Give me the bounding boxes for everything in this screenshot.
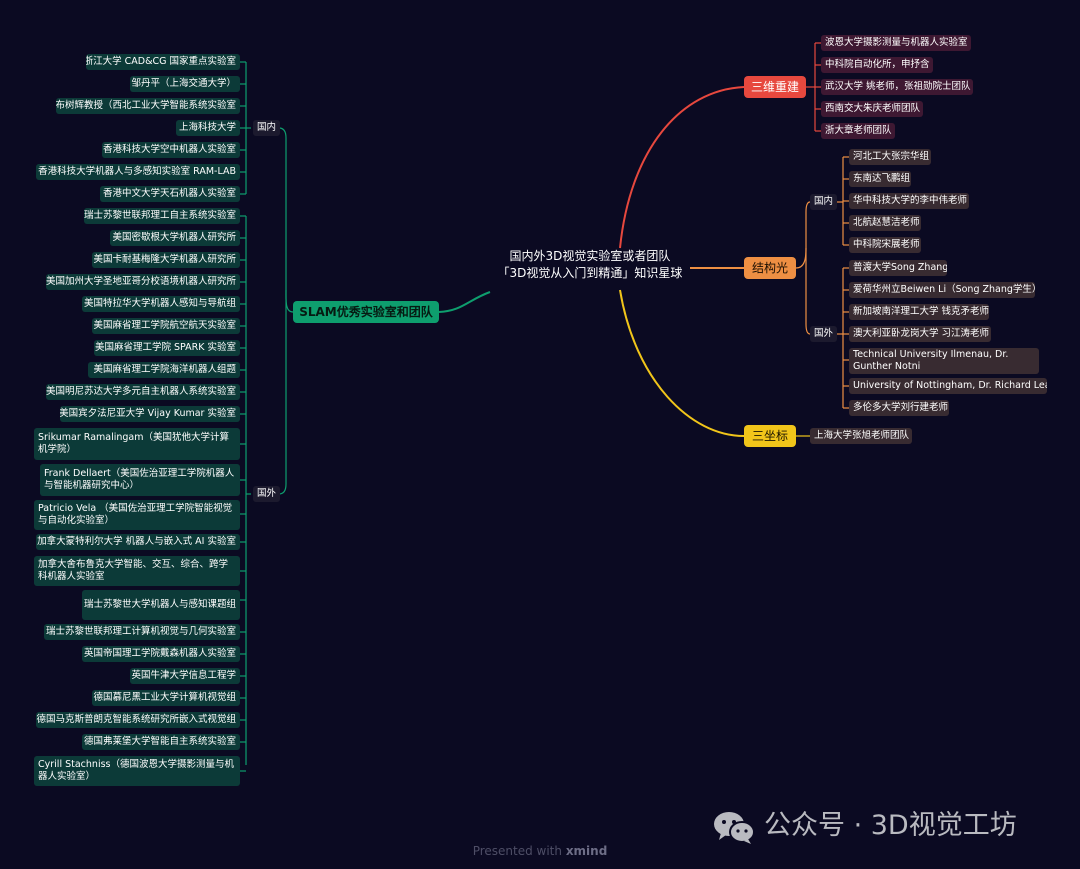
sl-foreign-item[interactable]: University of Nottingham, Dr. Richard Le…: [849, 378, 1047, 394]
sl-foreign-item[interactable]: 新加坡南洋理工大学 钱克矛老师: [849, 304, 989, 320]
branch-cmm[interactable]: 三坐标: [744, 425, 796, 447]
branch-slam[interactable]: SLAM优秀实验室和团队: [293, 301, 439, 323]
slam-foreign-item[interactable]: 英国牛津大学信息工程学: [130, 668, 240, 684]
recon-item[interactable]: 波恩大学摄影测量与机器人实验室: [821, 35, 971, 51]
slam-foreign-item[interactable]: 美国宾夕法尼亚大学 Vijay Kumar 实验室: [60, 406, 240, 422]
slam-foreign-item[interactable]: Srikumar Ramalingam（美国犹他大学计算机学院）: [34, 428, 240, 460]
recon-item[interactable]: 中科院自动化所，申抒含: [821, 57, 933, 73]
slam-foreign-item[interactable]: 美国麻省理工学院 SPARK 实验室: [94, 340, 240, 356]
slam-foreign-item[interactable]: 瑞士苏黎世联邦理工自主系统实验室: [84, 208, 240, 224]
slam-foreign-item[interactable]: 瑞士苏黎世大学机器人与感知课题组: [82, 590, 240, 620]
footer-credit: Presented with xmind: [0, 844, 1080, 858]
sl-group-foreign[interactable]: 国外: [810, 326, 838, 342]
slam-domestic-item[interactable]: 香港中文大学天石机器人实验室: [100, 186, 240, 202]
slam-foreign-item[interactable]: 瑞士苏黎世联邦理工计算机视觉与几何实验室: [44, 624, 240, 640]
sl-group-domestic[interactable]: 国内: [810, 194, 838, 210]
slam-foreign-item[interactable]: 美国特拉华大学机器人感知与导航组: [82, 296, 240, 312]
branch-3d-reconstruction[interactable]: 三维重建: [744, 76, 806, 98]
cmm-item[interactable]: 上海大学张旭老师团队: [810, 428, 912, 444]
slam-foreign-item[interactable]: 英国帝国理工学院戴森机器人实验室: [82, 646, 240, 662]
root-title-line2: 「3D视觉从入门到精通」知识星球: [497, 266, 683, 280]
slam-foreign-item[interactable]: 德国慕尼黑工业大学计算机视觉组: [92, 690, 240, 706]
slam-domestic-item[interactable]: 香港科技大学机器人与多感知实验室 RAM-LAB: [36, 164, 240, 180]
slam-group-domestic[interactable]: 国内: [253, 120, 281, 136]
sl-domestic-item[interactable]: 华中科技大学的李中伟老师: [849, 193, 969, 209]
slam-foreign-item[interactable]: 德国马克斯普朗克智能系统研究所嵌入式视觉组: [36, 712, 240, 728]
slam-foreign-item[interactable]: 美国加州大学圣地亚哥分校语境机器人研究所: [46, 274, 240, 290]
slam-foreign-item[interactable]: Frank Dellaert（美国佐治亚理工学院机器人与智能机器研究中心）: [40, 464, 240, 496]
slam-domestic-item[interactable]: 邹丹平（上海交通大学）: [130, 76, 240, 92]
sl-domestic-item[interactable]: 河北工大张宗华组: [849, 149, 931, 165]
sl-foreign-item[interactable]: 澳大利亚卧龙岗大学 习江涛老师: [849, 326, 991, 342]
sl-foreign-item[interactable]: 普渡大学Song Zhang: [849, 260, 947, 276]
slam-foreign-item[interactable]: 美国麻省理工学院航空航天实验室: [92, 318, 240, 334]
recon-item[interactable]: 西南交大朱庆老师团队: [821, 101, 923, 117]
slam-foreign-item[interactable]: 加拿大蒙特利尔大学 机器人与嵌入式 AI 实验室: [36, 534, 240, 550]
slam-foreign-item[interactable]: 美国麻省理工学院海洋机器人组题: [88, 362, 240, 378]
sl-foreign-item[interactable]: Technical University Ilmenau, Dr. Gunthe…: [849, 348, 1039, 374]
footer-brand: xmind: [565, 844, 608, 858]
sl-domestic-item[interactable]: 中科院宋展老师: [849, 237, 921, 253]
root-topic[interactable]: 国内外3D视觉实验室或者团队 「3D视觉从入门到精通」知识星球: [490, 248, 690, 282]
recon-item[interactable]: 武汉大学 姚老师，张祖勋院士团队: [821, 79, 973, 95]
slam-foreign-item[interactable]: 德国弗莱堡大学智能自主系统实验室: [82, 734, 240, 750]
branch-structured-light[interactable]: 结构光: [744, 257, 796, 279]
root-title-line1: 国内外3D视觉实验室或者团队: [509, 249, 671, 263]
slam-domestic-item[interactable]: 布树辉教授（西北工业大学智能系统实验室: [56, 98, 240, 114]
watermark-text: 公众号 · 3D视觉工坊: [764, 810, 1017, 841]
recon-item[interactable]: 浙大章老师团队: [821, 123, 895, 139]
sl-domestic-item[interactable]: 东南达飞鹏组: [849, 171, 911, 187]
watermark: 公众号 · 3D视觉工坊: [712, 806, 1017, 846]
slam-foreign-item[interactable]: 美国密歇根大学机器人研究所: [110, 230, 240, 246]
slam-foreign-item[interactable]: 美国明尼苏达大学多元自主机器人系统实验室: [46, 384, 240, 400]
sl-domestic-item[interactable]: 北航赵慧洁老师: [849, 215, 921, 231]
sl-foreign-item[interactable]: 爱荷华州立Beiwen Li（Song Zhang学生）: [849, 282, 1035, 298]
slam-domestic-item[interactable]: 上海科技大学: [176, 120, 240, 136]
footer-prefix: Presented with: [472, 844, 566, 858]
slam-domestic-item[interactable]: 浙江大学 CAD&CG 国家重点实验室: [86, 54, 240, 70]
slam-domestic-item[interactable]: 香港科技大学空中机器人实验室: [102, 142, 240, 158]
slam-group-foreign[interactable]: 国外: [253, 486, 281, 502]
slam-foreign-item[interactable]: Cyrill Stachniss（德国波恩大学摄影测量与机器人实验室）: [34, 756, 240, 786]
wechat-icon: [714, 811, 755, 844]
slam-foreign-item[interactable]: 加拿大舍布鲁克大学智能、交互、综合、跨学科机器人实验室: [34, 556, 240, 586]
slam-foreign-item[interactable]: 美国卡耐基梅隆大学机器人研究所: [92, 252, 240, 268]
sl-foreign-item[interactable]: 多伦多大学刘行建老师: [849, 400, 949, 416]
slam-foreign-item[interactable]: Patricio Vela （美国佐治亚理工学院智能视觉与自动化实验室）: [34, 500, 240, 530]
